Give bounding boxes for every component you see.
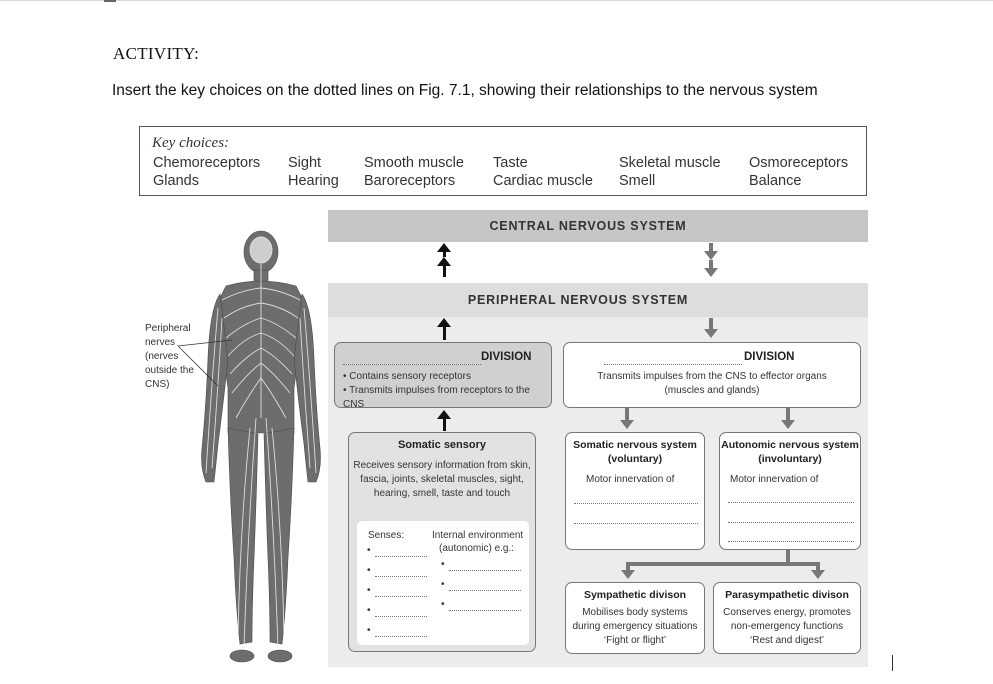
- key-choice: Taste: [493, 155, 528, 171]
- internal-environment-label: Internal environment: [432, 530, 524, 541]
- cns-band: CENTRAL NERVOUS SYSTEM: [328, 210, 868, 242]
- cns-label: CENTRAL NERVOUS SYSTEM: [489, 219, 687, 233]
- page-top-rule: [0, 0, 993, 1]
- motor-division-box: DIVISION Transmits impulses from the CNS…: [563, 342, 861, 408]
- parasympathetic-line-2: non-emergency functions: [730, 621, 844, 632]
- autonomic-ns-title: Autonomic nervous system: [721, 439, 859, 451]
- peripheral-nerves-label: Peripheral nerves (nerves outside the CN…: [145, 323, 194, 390]
- senses-bullet: •: [367, 585, 371, 596]
- key-choice: Skeletal muscle: [619, 155, 721, 171]
- afferent-arrow: [437, 243, 451, 277]
- autonomic-ns-subtitle: (involuntary): [758, 453, 822, 465]
- key-choices-box: Key choices: Chemoreceptors Sight Smooth…: [139, 126, 867, 196]
- sensory-bullet-2: • Transmits impulses from receptors to t…: [343, 385, 530, 410]
- internal-bullet: •: [441, 599, 445, 610]
- internal-blank: [449, 570, 521, 571]
- human-body-figure: [201, 230, 321, 663]
- internal-bullet: •: [441, 559, 445, 570]
- pns-label: PERIPHERAL NERVOUS SYSTEM: [467, 293, 689, 307]
- autonomic-nervous-system-box: Autonomic nervous system (involuntary) M…: [719, 432, 861, 550]
- motor-division-line-1: Transmits impulses from the CNS to effec…: [597, 371, 827, 382]
- key-choice: Balance: [749, 173, 802, 189]
- somatic-nervous-system-box: Somatic nervous system (voluntary) Motor…: [565, 432, 705, 550]
- activity-instruction: Insert the key choices on the dotted lin…: [112, 82, 818, 99]
- efferent-arrow: [704, 243, 718, 277]
- somatic-ns-title: Somatic nervous system: [573, 439, 697, 451]
- key-choice: Glands: [153, 173, 199, 189]
- senses-label: Senses:: [368, 530, 405, 541]
- senses-bullet: •: [367, 625, 371, 636]
- parasympathetic-line-3: ‘Rest and digest’: [750, 635, 824, 646]
- senses-blank: [375, 596, 427, 597]
- motor-down-arrow: [704, 318, 718, 338]
- key-choice: Baroreceptors: [364, 173, 456, 189]
- internal-bullet: •: [441, 579, 445, 590]
- sensory-division-title: DIVISION: [481, 351, 532, 363]
- sympathetic-division-box: Sympathetic divison Mobilises body syste…: [565, 582, 705, 654]
- motor-to-somatic-arrow: [620, 408, 634, 429]
- senses-blank: [375, 576, 427, 577]
- somatic-sensory-line-1: Receives sensory information from skin,: [353, 460, 531, 471]
- text-cursor: [892, 655, 893, 671]
- autonomic-ns-blank: [728, 541, 854, 542]
- internal-environment-label-2: (autonomic) e.g.:: [439, 543, 515, 554]
- sympathetic-line-2: during emergency situations: [572, 621, 698, 632]
- page-corner-mark: [104, 0, 116, 2]
- senses-bullet: •: [367, 545, 371, 556]
- sympathetic-line-1: Mobilises body systems: [582, 607, 688, 618]
- key-choice: Chemoreceptors: [153, 155, 261, 171]
- senses-blank: [375, 636, 427, 637]
- sensory-up-arrow: [437, 318, 451, 340]
- motor-division-line-2: (muscles and glands): [664, 385, 760, 396]
- internal-blank: [449, 590, 521, 591]
- peripheral-nerves-pointer: [177, 339, 233, 387]
- sensory-to-somatic-arrow: [437, 410, 451, 431]
- senses-bullet: •: [367, 605, 371, 616]
- sympathetic-title: Sympathetic divison: [583, 589, 687, 601]
- parasympathetic-line-1: Conserves energy, promotes: [723, 607, 851, 618]
- senses-bullet: •: [367, 565, 371, 576]
- motor-division-title: DIVISION: [744, 351, 795, 363]
- parasympathetic-title: Parasympathetic divison: [725, 589, 849, 601]
- sensory-bullet-1: • Contains sensory receptors: [343, 371, 472, 382]
- activity-heading: ACTIVITY:: [113, 44, 200, 63]
- autonomic-ns-blank: [728, 522, 854, 523]
- key-choice: Sight: [288, 155, 322, 171]
- autonomic-ns-text: Motor innervation of: [730, 474, 819, 485]
- somatic-sensory-box: Somatic sensory Receives sensory informa…: [348, 432, 536, 652]
- key-choices-title: Key choices:: [152, 135, 230, 151]
- internal-blank: [449, 610, 521, 611]
- key-choice: Hearing: [288, 173, 339, 189]
- motor-division-blank: [604, 364, 742, 365]
- somatic-sensory-line-2: fascia, joints, skeletal muscles, sight,: [360, 474, 524, 485]
- somatic-ns-subtitle: (voluntary): [607, 453, 663, 465]
- parasympathetic-division-box: Parasympathetic divison Conserves energy…: [713, 582, 861, 654]
- key-choice: Smooth muscle: [364, 155, 464, 171]
- autonomic-ns-blank: [728, 502, 854, 503]
- senses-blank: [375, 556, 427, 557]
- key-choice: Cardiac muscle: [493, 173, 593, 189]
- somatic-ns-blank: [574, 523, 698, 524]
- somatic-ns-blank: [574, 503, 698, 504]
- pns-band: PERIPHERAL NERVOUS SYSTEM: [328, 283, 868, 317]
- senses-blank: [375, 616, 427, 617]
- key-choice: Smell: [619, 173, 656, 189]
- sensory-division-blank: [343, 364, 481, 365]
- somatic-sensory-title: Somatic sensory: [397, 439, 487, 451]
- sensory-division-box: DIVISION • Contains sensory receptors • …: [334, 342, 552, 410]
- motor-to-autonomic-arrow: [781, 408, 795, 429]
- key-choice: Osmoreceptors: [749, 155, 849, 171]
- somatic-sensory-line-3: hearing, smell, taste and touch: [373, 488, 511, 499]
- somatic-ns-text: Motor innervation of: [586, 474, 675, 485]
- autonomic-branch-connector: [621, 550, 825, 580]
- senses-inner-box: Senses: Internal environment (autonomic)…: [357, 521, 529, 645]
- sympathetic-line-3: ‘Fight or flight’: [603, 635, 667, 646]
